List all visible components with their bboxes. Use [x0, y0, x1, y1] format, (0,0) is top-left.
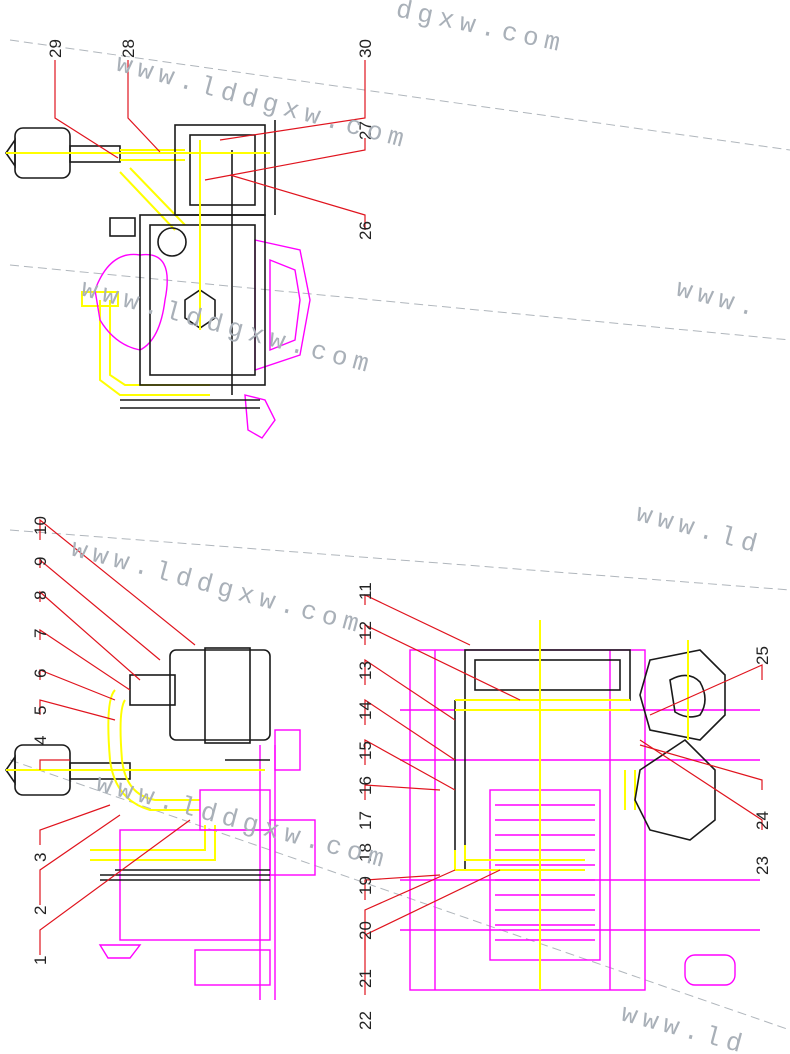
callout-12: 12: [356, 621, 375, 640]
leader-lines: [39, 60, 763, 995]
callout-2: 2: [31, 906, 50, 915]
watermark-text: www.lddgxw.com: [68, 534, 368, 641]
callout-6: 6: [31, 669, 50, 678]
callout-19: 19: [356, 876, 375, 895]
callout-28: 28: [119, 39, 138, 58]
watermark-text: www.: [673, 274, 764, 325]
callout-26: 26: [356, 221, 375, 240]
callout-22: 22: [356, 1011, 375, 1030]
top-view: [5, 120, 311, 439]
callout-30: 30: [356, 39, 375, 58]
callout-17: 17: [356, 811, 375, 830]
callout-3: 3: [31, 853, 50, 862]
callout-5: 5: [31, 706, 50, 715]
callout-1: 1: [31, 956, 50, 965]
callout-14: 14: [356, 701, 375, 720]
intake-pipe-top: [120, 149, 185, 161]
watermark-text: dgxw.com: [393, 0, 568, 60]
callout-9: 9: [31, 557, 50, 566]
callout-29: 29: [46, 39, 65, 58]
radiator-core: [489, 789, 601, 961]
callout-23: 23: [753, 856, 772, 875]
watermark-text: www.ld: [633, 499, 766, 562]
callout-11: 11: [356, 582, 375, 600]
turbocharger-top: [94, 253, 168, 351]
callout-18: 18: [356, 843, 375, 862]
watermark-text: www.ld: [618, 999, 751, 1054]
watermark-text: www.lddgxw.com: [78, 274, 378, 381]
watermark-text: www.lddgxw.com: [113, 49, 413, 156]
side-view: [5, 647, 316, 1000]
callout-15: 15: [356, 741, 375, 760]
watermark: dgxw.com www.lddgxw.com www. www.lddgxw.…: [68, 0, 766, 1054]
callout-numbers: 1 2 3 4 5 6 7 8 9 10 11 12 13 14 15 16 1…: [31, 39, 772, 1030]
callout-21: 21: [356, 969, 375, 988]
air-cleaner-plan: [639, 640, 726, 741]
engine-block-side: [119, 829, 271, 941]
callout-27: 27: [356, 121, 375, 140]
callout-7: 7: [31, 629, 50, 638]
callout-8: 8: [31, 591, 50, 600]
callout-16: 16: [356, 776, 375, 795]
callout-4: 4: [31, 736, 50, 745]
callout-24: 24: [753, 811, 772, 830]
callout-20: 20: [356, 921, 375, 940]
callout-10: 10: [31, 516, 50, 535]
callout-13: 13: [356, 661, 375, 680]
callout-25: 25: [753, 646, 772, 665]
plan-view: [400, 620, 760, 991]
